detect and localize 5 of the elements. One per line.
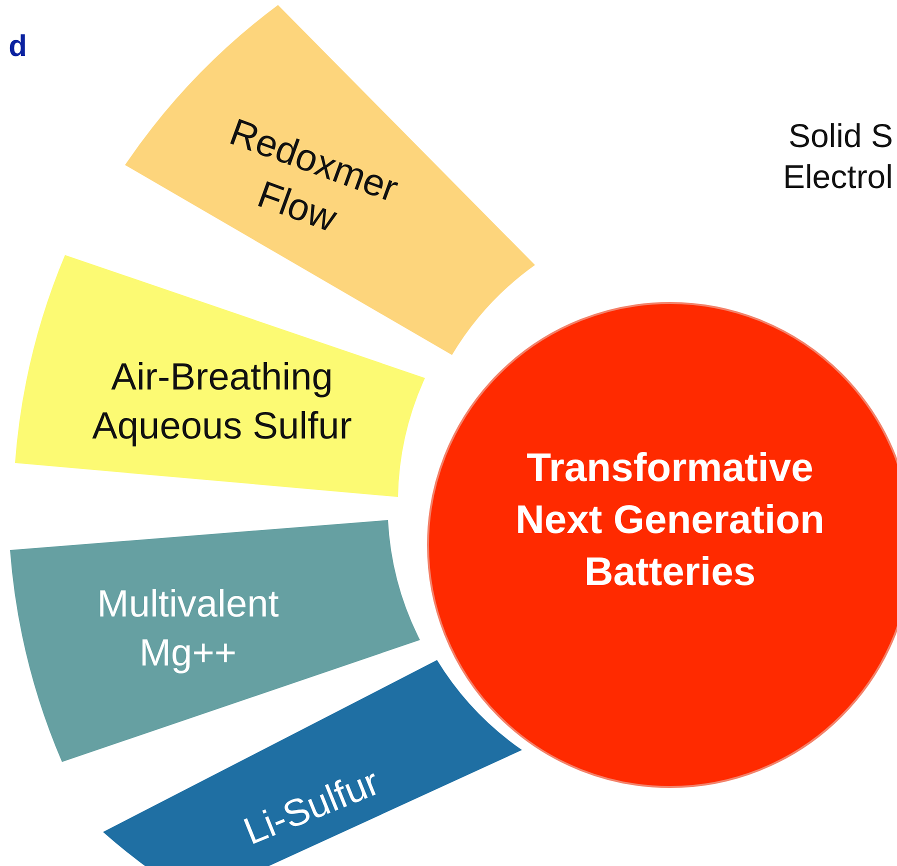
segment-label: Transformative Next Generation Batteries [514, 445, 826, 596]
partial-text: Solid S Electrol [782, 116, 893, 198]
partial-text: d [8, 29, 27, 65]
segment-label: Air-Breathing Aqueous Sulfur [91, 356, 353, 450]
segment-label: Multivalent Mg++ [96, 582, 280, 677]
